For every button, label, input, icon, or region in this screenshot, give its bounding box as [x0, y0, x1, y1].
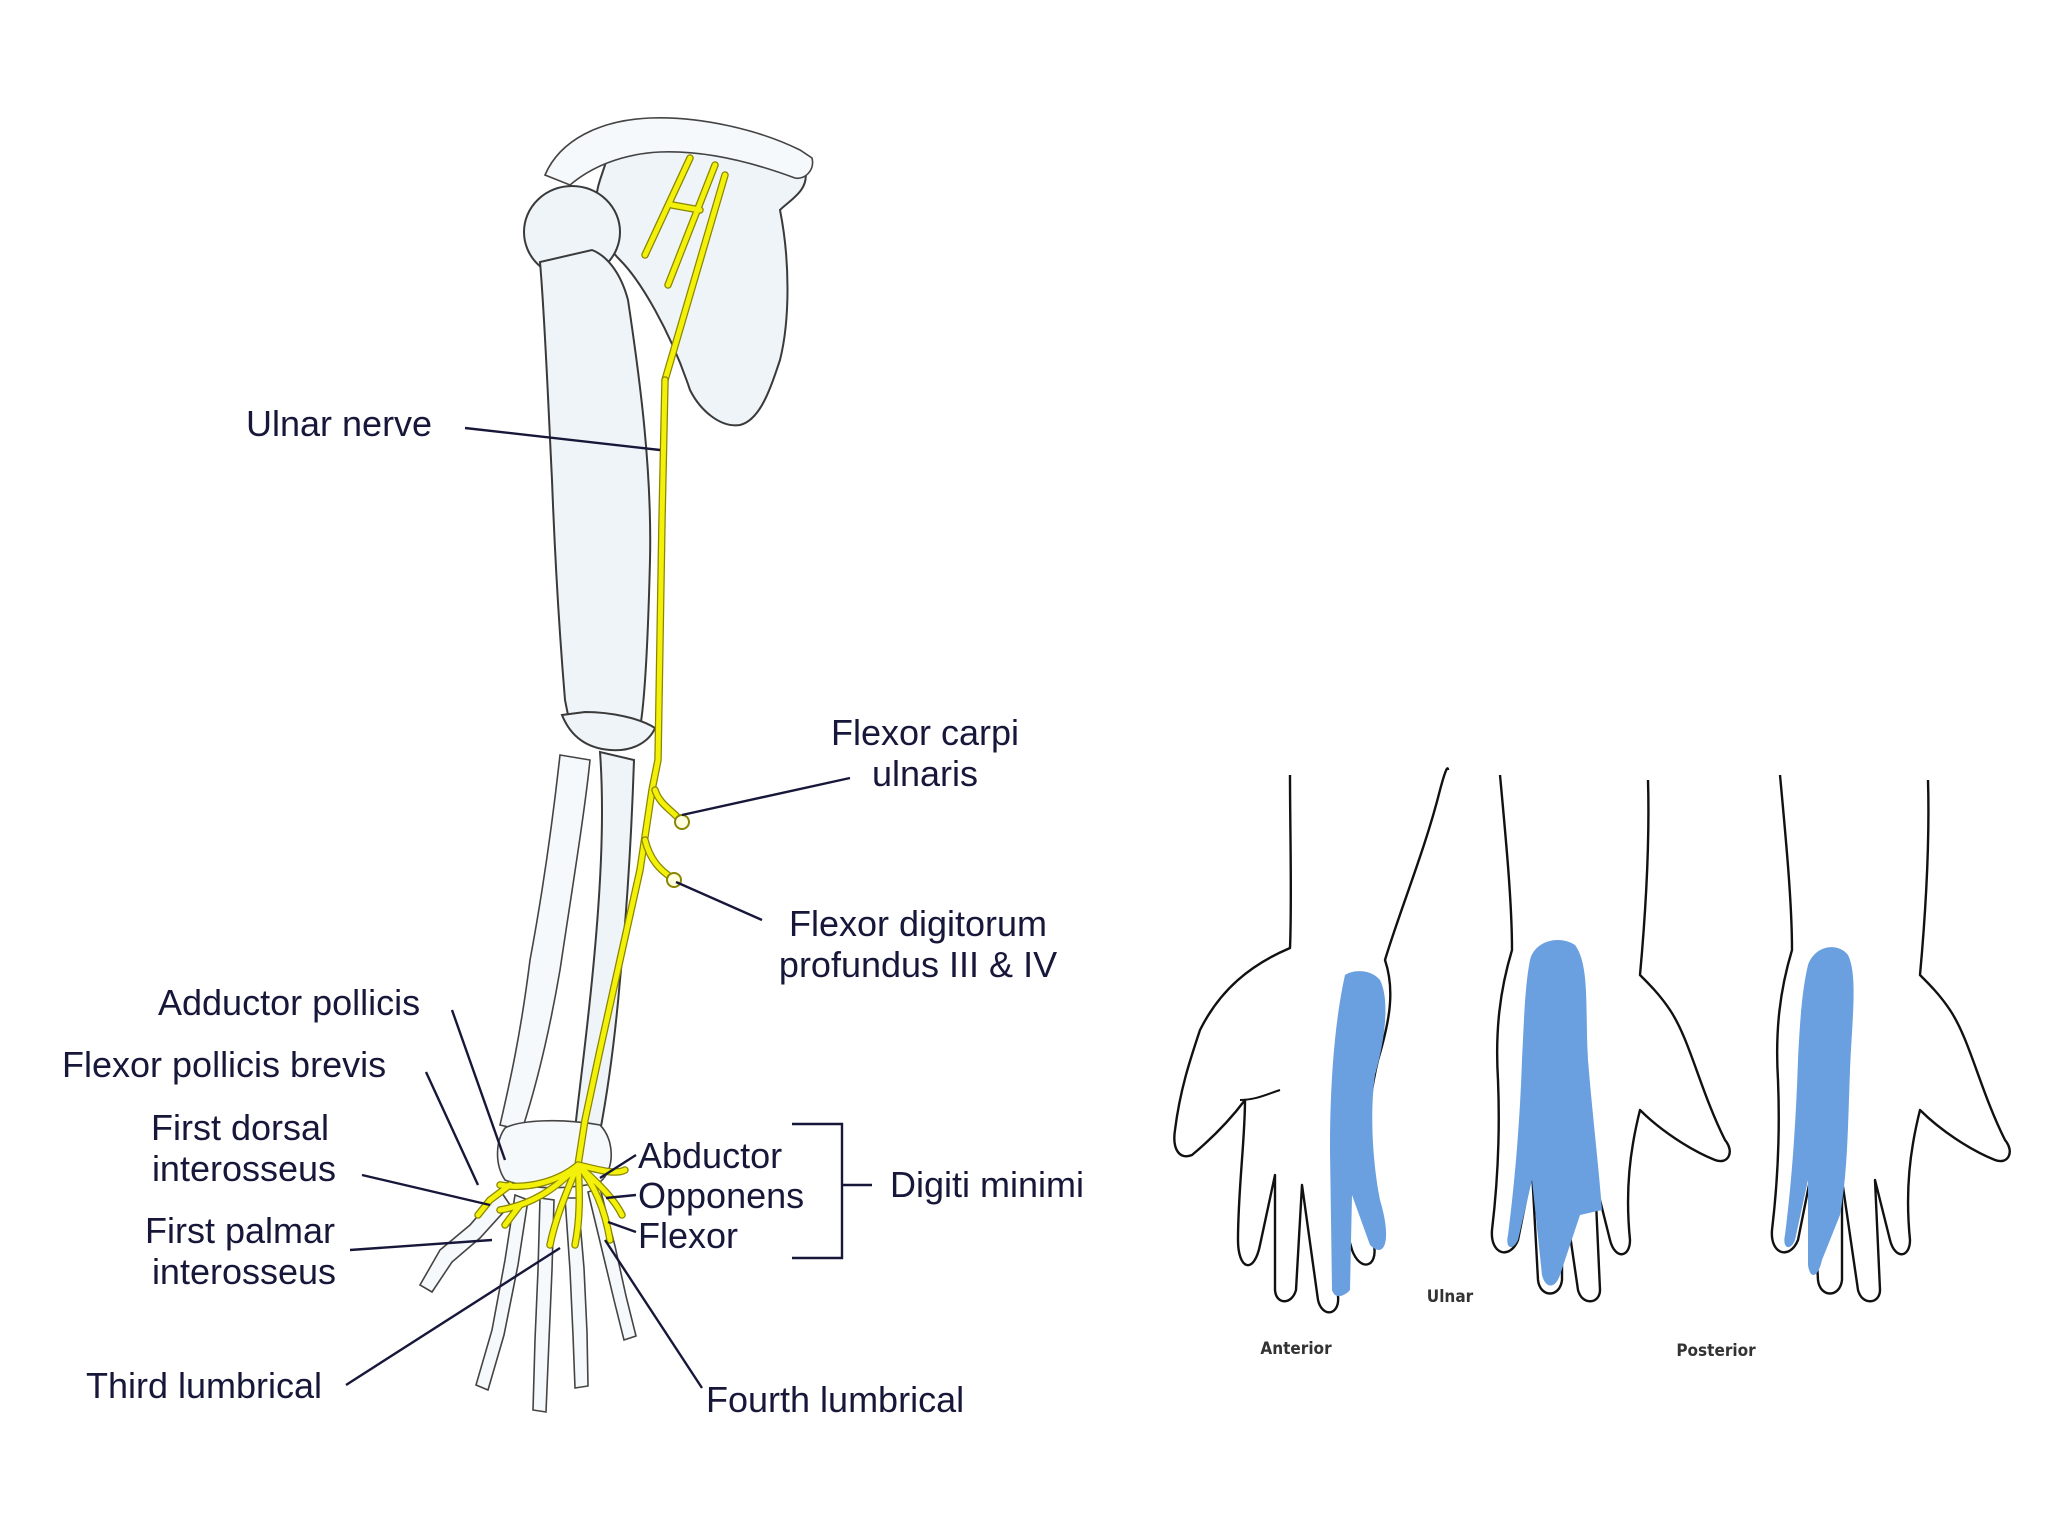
label-first-dorsal-line1: First dorsal	[151, 1107, 329, 1148]
hand-ulnar-center	[1490, 774, 1731, 1303]
label-flexor: Flexor	[638, 1215, 738, 1256]
label-digiti-minimi: Digiti minimi	[890, 1164, 1084, 1205]
radius	[499, 754, 591, 1131]
ulnar-sensory-area-center	[1507, 940, 1602, 1286]
hand-anterior	[1173, 767, 1450, 1314]
elbow-joint	[560, 710, 657, 752]
finger-bones	[418, 1186, 637, 1413]
label-anterior: Anterior	[1260, 1339, 1332, 1359]
hand-posterior	[1770, 774, 2011, 1303]
leader-lines	[345, 426, 872, 1389]
label-ulnar-nerve: Ulnar nerve	[246, 403, 432, 444]
label-abductor: Abductor	[638, 1135, 782, 1176]
label-posterior: Posterior	[1676, 1341, 1756, 1361]
label-first-dorsal-line2: interosseus	[152, 1148, 336, 1189]
label-fourth-lumbrical: Fourth lumbrical	[706, 1379, 964, 1420]
clavicle	[543, 117, 814, 186]
label-first-palmar-line2: interosseus	[152, 1251, 336, 1292]
humerus	[538, 248, 652, 730]
label-fcu-line1: Flexor carpi	[831, 712, 1019, 753]
label-fdp-line2: profundus III & IV	[779, 944, 1057, 985]
ulnar-sensory-area-posterior	[1784, 947, 1854, 1276]
label-third-lumbrical: Third lumbrical	[86, 1365, 322, 1406]
ulnar-sensory-area-anterior	[1330, 971, 1387, 1297]
arm-labels: Ulnar nerve Flexor carpi ulnaris Flexor …	[62, 403, 1084, 1420]
label-first-palmar-line1: First palmar	[145, 1210, 335, 1251]
label-opponens: Opponens	[638, 1175, 804, 1216]
label-fdp-line1: Flexor digitorum	[789, 903, 1047, 944]
ulnar-nerve-path	[474, 154, 729, 1249]
label-ulnar: Ulnar	[1427, 1287, 1474, 1307]
label-flexor-pollicis-brevis: Flexor pollicis brevis	[62, 1044, 386, 1085]
label-adductor-pollicis: Adductor pollicis	[158, 982, 420, 1023]
sensory-hand-diagrams: Ulnar Anterior Posterior	[1173, 767, 2011, 1361]
label-fcu-line2: ulnaris	[872, 753, 978, 794]
